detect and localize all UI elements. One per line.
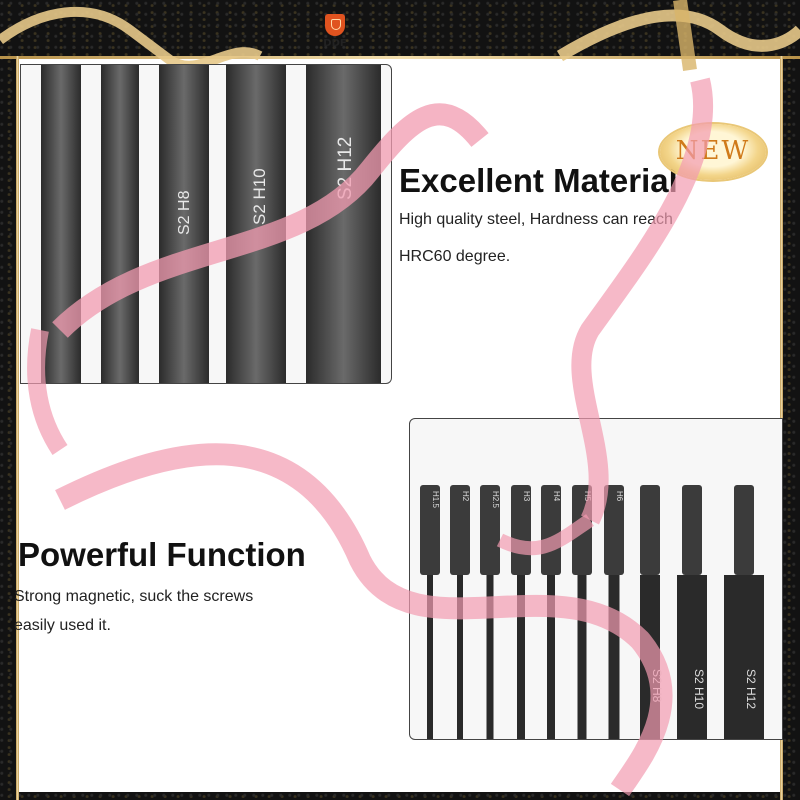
gold-border-top [0, 56, 800, 59]
bit-size-label: S2 H10 [692, 669, 706, 709]
bit-s2-h10: S2 H10 [677, 485, 707, 739]
bit-size-label: H5 [583, 491, 592, 502]
bit-size-label: H3 [522, 491, 531, 502]
bit-h6: H6 [604, 485, 624, 739]
bit-label-h10: S2 H10 [250, 168, 269, 225]
bit-label-h12: S2 H12 [335, 137, 356, 200]
new-badge: NEW [660, 124, 766, 180]
bit-h1-5: H1.5 [420, 485, 440, 739]
bit-h2: H2 [450, 485, 470, 739]
brand-logo: DDF [314, 14, 356, 49]
feature-powerful-function-desc-1: Strong magnetic, suck the screws [14, 588, 254, 605]
bit-h2-5: H2.5 [480, 485, 500, 739]
bit-size-label: H2 [461, 491, 470, 502]
bit-h5: H5 [572, 485, 592, 739]
feature-excellent-material-desc-1: High quality steel, Hardness can reach [399, 211, 673, 228]
feature-excellent-material-title: Excellent Material [399, 162, 678, 199]
feature-powerful-function-desc-2: easily used it. [14, 617, 111, 634]
feature-excellent-material-desc-2: HRC60 degree. [399, 248, 511, 265]
feature-powerful-function-title: Powerful Function [18, 536, 306, 573]
new-badge-label: NEW [675, 136, 751, 166]
bit-label-h8: S2 H8 [176, 190, 193, 235]
bit-s2-h8: S2 H8 [640, 485, 664, 739]
bit-size-label: H2.5 [491, 491, 500, 508]
bit-size-label: H6 [615, 491, 624, 502]
bit-size-label: H1.5 [431, 491, 440, 508]
bit-size-label: S2 H8 [650, 669, 664, 703]
bit-h3: H3 [511, 485, 531, 739]
bit-h4: H4 [541, 485, 561, 739]
bit-size-label: S2 H12 [744, 669, 758, 709]
bit-set-photo: H1.5 H2 H2.5 H3 H4 H5 H6 S2 H8 S2 H10 S2 H12 [409, 418, 783, 740]
shield-logo-icon [325, 14, 345, 36]
bit-s2-h12: S2 H12 [724, 485, 764, 739]
brand-name: DDF [323, 38, 347, 49]
bits-closeup-photo: S2 H8 S2 H10 S2 H12 [20, 64, 392, 384]
bit-size-label: H4 [552, 491, 561, 502]
gold-border-left [16, 56, 19, 800]
gold-ribbon-decoration [0, 0, 800, 71]
